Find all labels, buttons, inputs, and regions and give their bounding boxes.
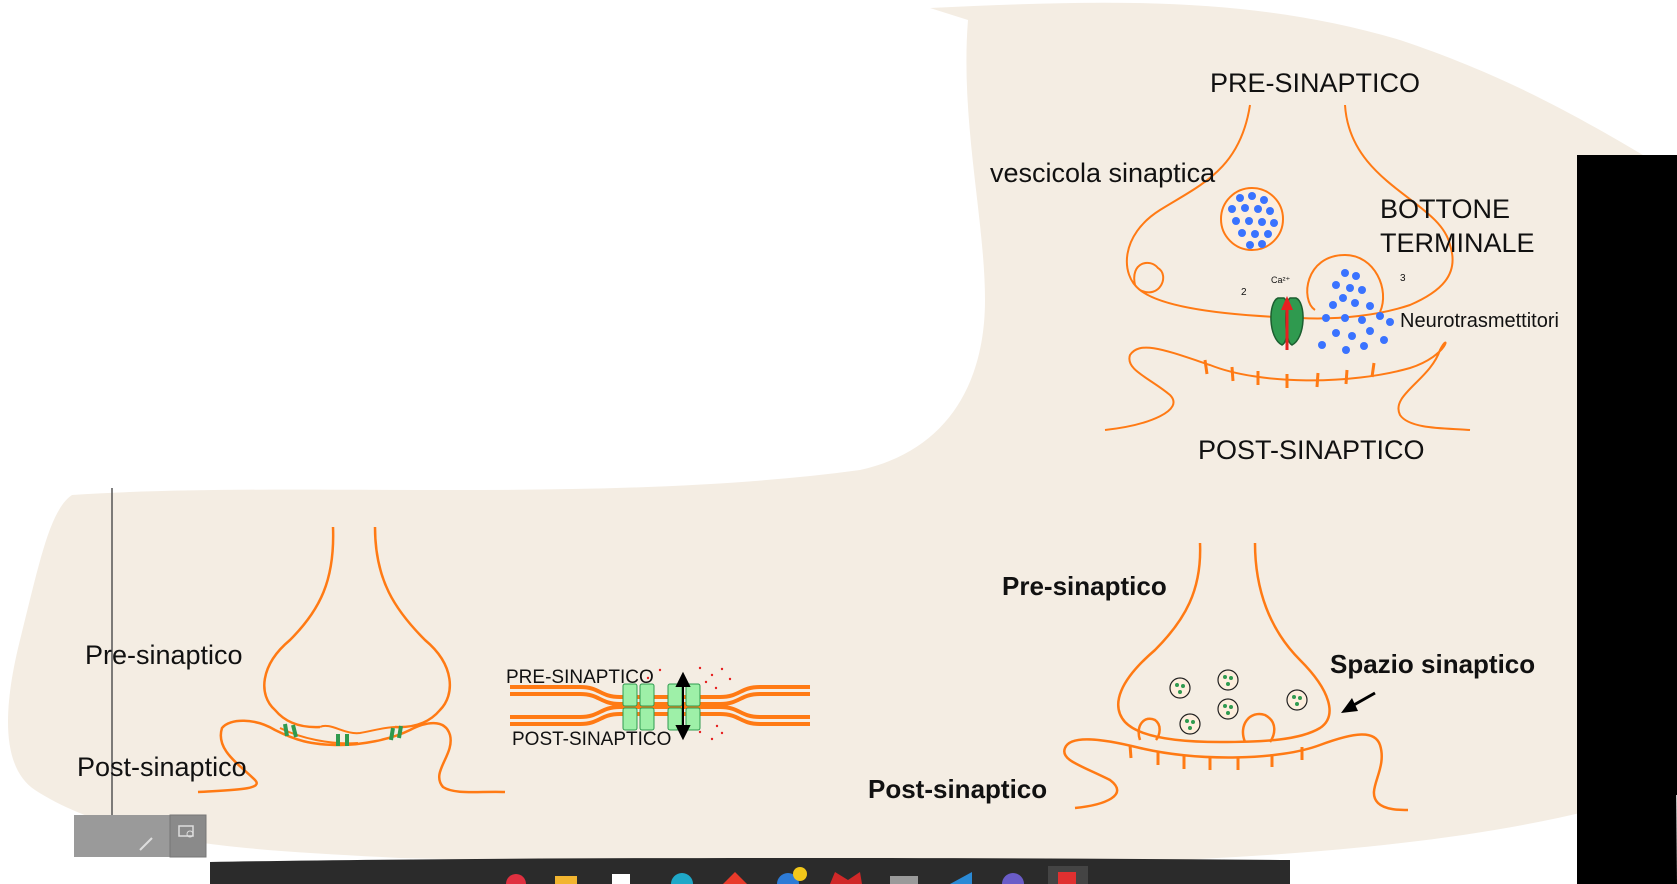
calcium-channel-icon <box>1270 296 1304 350</box>
chemical-presynaptic-membrane <box>1117 542 1331 744</box>
electrical-presynaptic-membrane <box>263 526 452 729</box>
gap-junction-pre-label: PRE-SINAPTICO <box>506 667 654 688</box>
step-3-label: 3 <box>1400 273 1406 284</box>
app-icon-10[interactable] <box>950 872 972 884</box>
top-vesicle-neurotransmitters <box>1228 192 1278 249</box>
top-receptors <box>1203 359 1376 388</box>
bouton-label-1: BOTTONE <box>1380 194 1510 224</box>
gap-junction-arrow <box>675 671 691 741</box>
top-presynaptic-membrane <box>1126 104 1454 320</box>
chemical-cleft-label: Spazio sinaptico <box>1330 649 1535 679</box>
taskbar-app-icons <box>506 866 1088 884</box>
step-2-label: 2 <box>1241 287 1247 298</box>
pen-tool-icon[interactable] <box>139 837 153 851</box>
gap-junction-ion-dots <box>646 666 732 741</box>
chemical-synapse-diagram <box>1063 542 1409 812</box>
app-icon-4[interactable] <box>671 873 693 884</box>
chemical-pre-label: Pre-sinaptico <box>1002 571 1167 601</box>
gap-junction-post-label: POST-SINAPTICO <box>512 729 671 750</box>
chemical-postsynaptic-membrane <box>1063 733 1409 812</box>
calcium-label: Ca²⁺ <box>1271 275 1291 285</box>
chemical-release-pocket-right <box>1241 712 1276 743</box>
gap-junction-channels <box>622 683 701 731</box>
app-icon-2[interactable] <box>555 876 577 884</box>
top-post-label: POST-SINAPTICO <box>1198 435 1425 465</box>
chemical-receptors <box>1128 744 1304 770</box>
top-release-pocket <box>1306 253 1385 313</box>
app-icon-12[interactable] <box>1058 872 1076 884</box>
screen-capture-icon[interactable] <box>178 825 194 838</box>
annotation-toolbar[interactable] <box>74 814 207 858</box>
chemical-synaptic-vesicles <box>1169 669 1308 735</box>
synaptic-cleft-arrow-icon <box>1341 691 1376 713</box>
app-icon-3[interactable] <box>612 874 630 884</box>
top-postsynaptic-membrane <box>1104 341 1471 431</box>
neurotransmitter-label: Neurotrasmettitori <box>1400 310 1559 332</box>
electrical-post-label: Post-sinaptico <box>77 752 247 782</box>
app-icon-1[interactable] <box>506 874 526 884</box>
chemical-release-pocket-left <box>1137 717 1161 741</box>
app-icon-7[interactable] <box>793 867 807 881</box>
electrical-synapse-diagram <box>197 526 506 794</box>
taskbar <box>210 857 1290 884</box>
chemical-vesicle-contents <box>1175 675 1302 730</box>
vesicle-label: vescicola sinaptica <box>990 158 1216 188</box>
top-pre-label: PRE-SINAPTICO <box>1210 68 1420 98</box>
bouton-label-2: TERMINALE <box>1380 228 1535 258</box>
electrical-gap-junctions <box>283 723 403 746</box>
app-icon-5[interactable] <box>723 872 747 884</box>
top-released-neurotransmitters <box>1318 269 1394 354</box>
app-icon-9[interactable] <box>890 876 918 884</box>
chemical-post-label: Post-sinaptico <box>868 774 1047 804</box>
app-icon-8[interactable] <box>830 872 862 884</box>
gap-junction-diagram <box>510 666 810 741</box>
electrical-pre-label: Pre-sinaptico <box>85 640 243 670</box>
app-icon-11[interactable] <box>1002 873 1024 884</box>
right-dark-bar-lower <box>1577 155 1677 795</box>
